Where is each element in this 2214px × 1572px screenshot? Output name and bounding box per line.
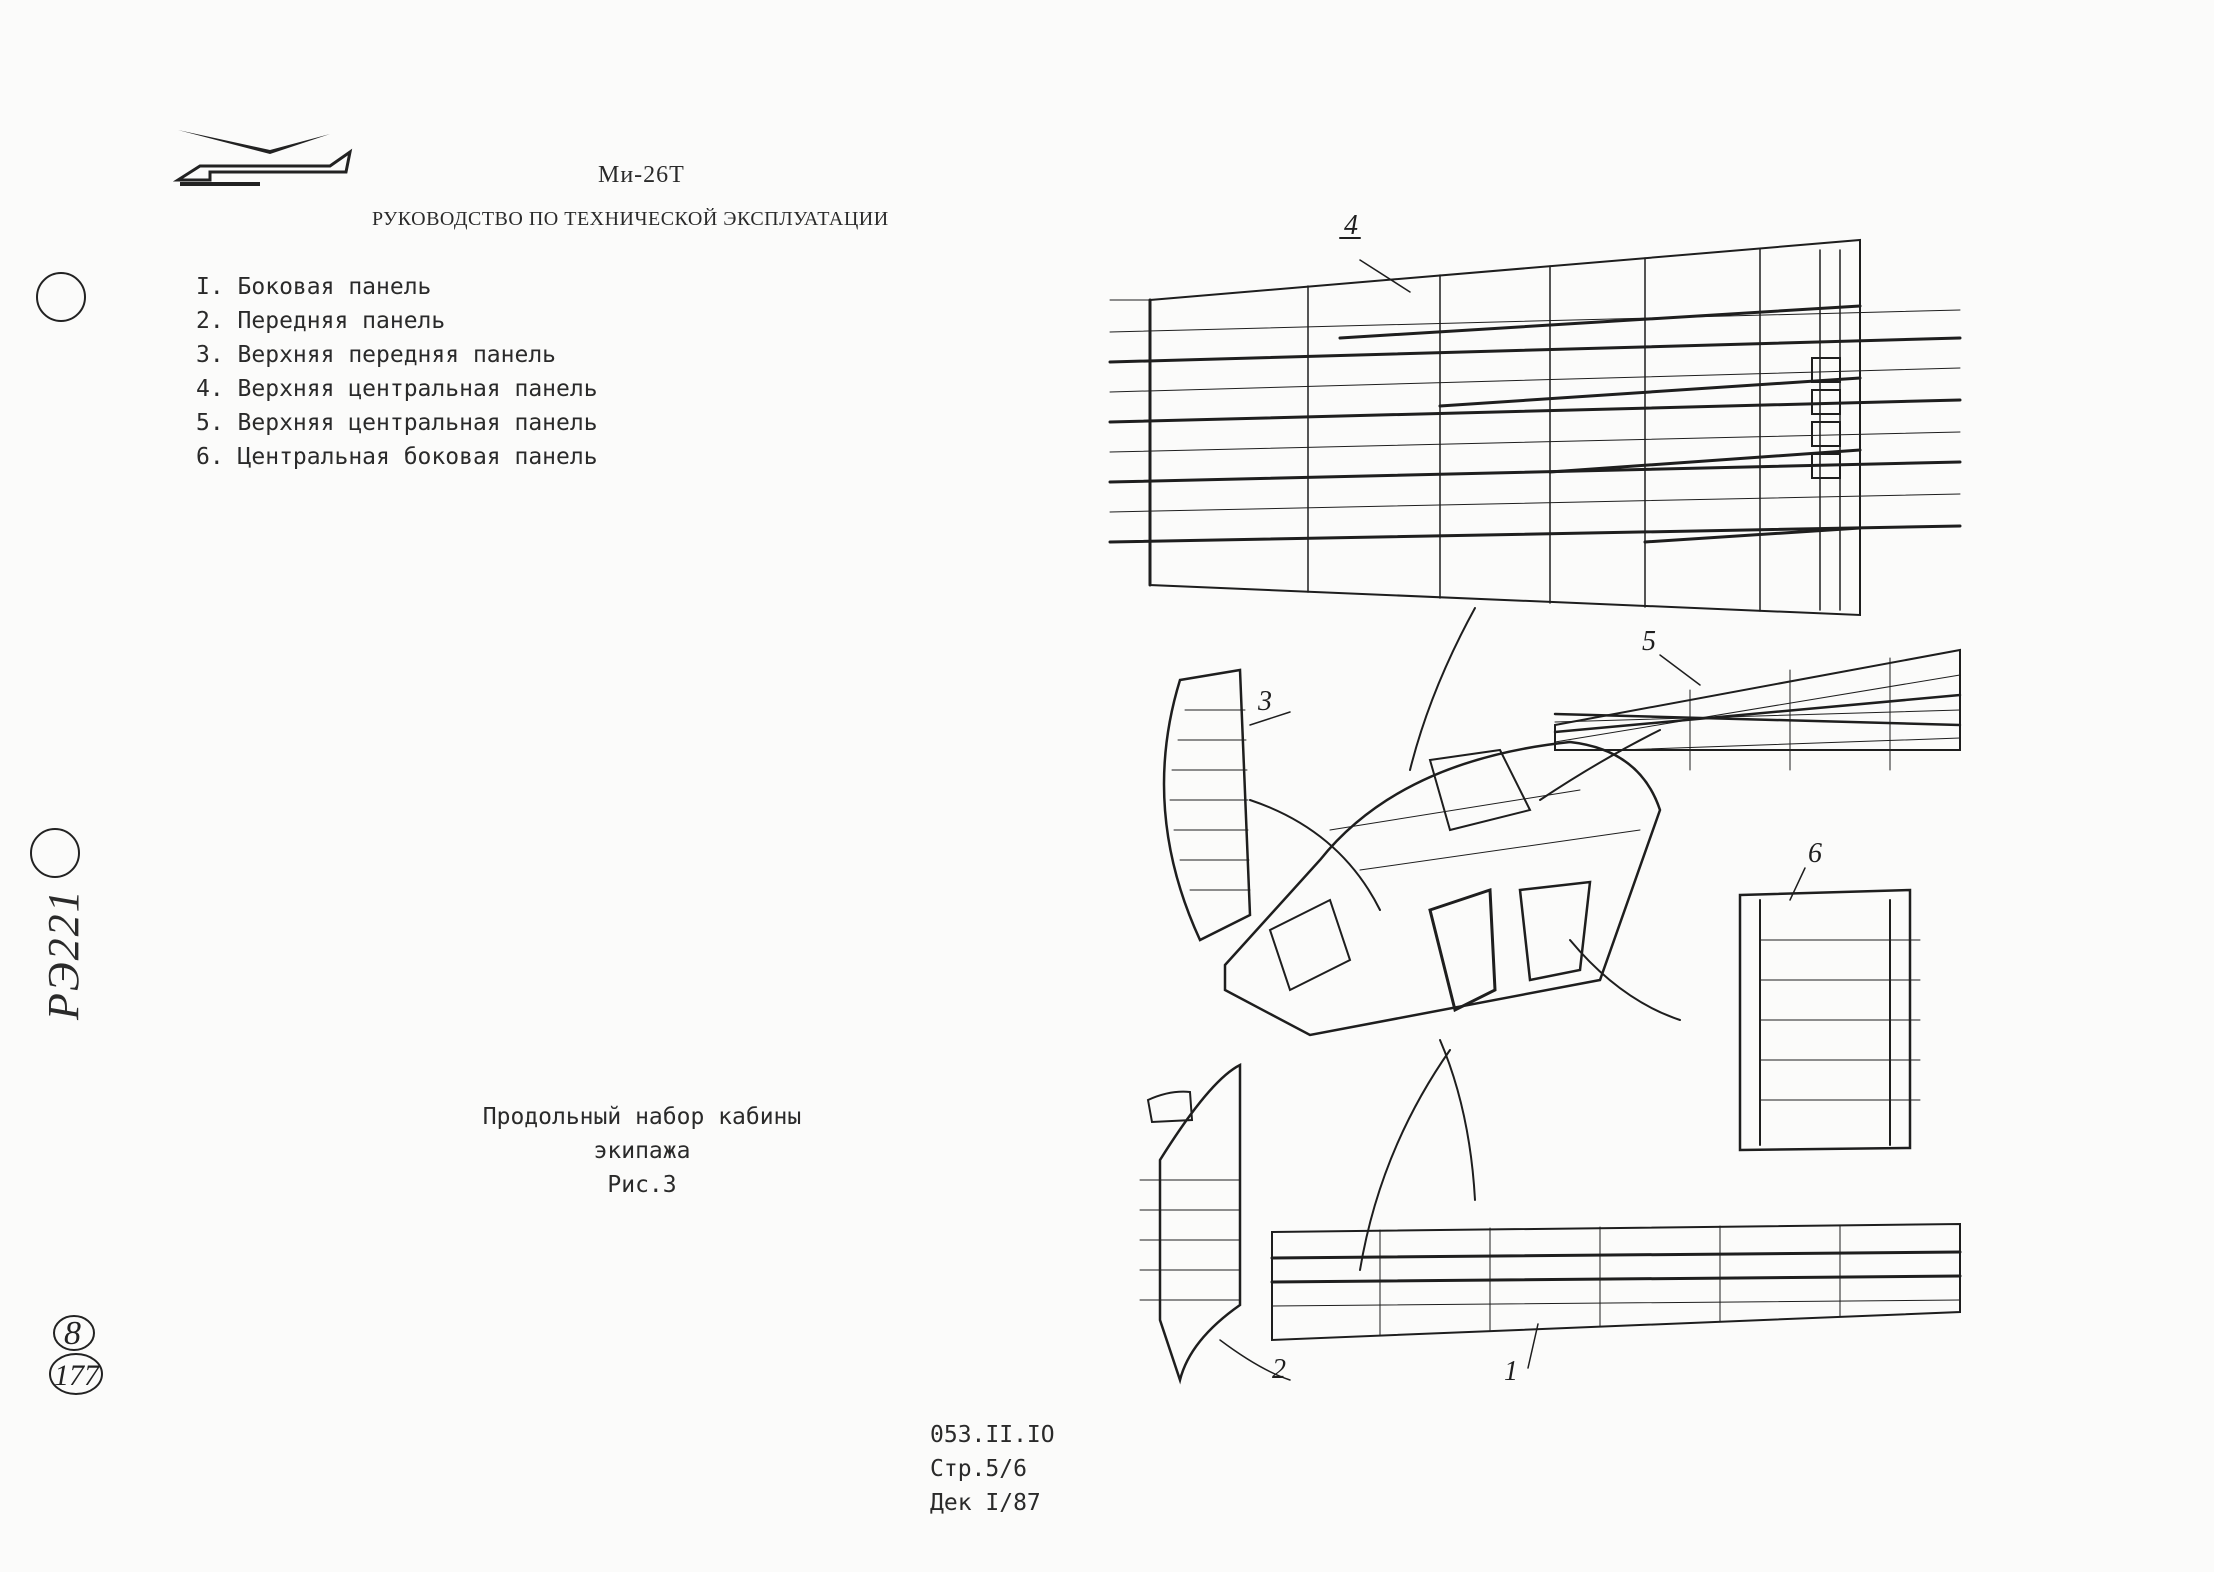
binder-hole-top (36, 272, 86, 322)
legend-item: 4. Верхняя центральная панель (196, 376, 598, 402)
callout-6: 6 (1808, 838, 1822, 869)
doc-date: Дек I/87 (930, 1490, 1041, 1516)
helicopter-logo (172, 130, 353, 186)
manual-title: РУКОВОДСТВО ПО ТЕХНИЧЕСКОЙ ЭКСПЛУАТАЦИИ (372, 208, 889, 230)
legend-item: I. Боковая панель (196, 274, 432, 300)
panel-5-drawing: 5 (1553, 626, 1962, 771)
panel-2-drawing: 2 (1139, 1062, 1291, 1385)
model-name: Ми-26Т (598, 162, 685, 188)
document-info: 053.II.IO Стр.5/6 Дек I/87 (930, 1418, 1055, 1520)
binder-hole-bottom (30, 828, 80, 878)
panel-3-drawing: 3 (1162, 668, 1291, 942)
figure-caption: Продольный набор кабины экипажа Рис.3 (432, 1100, 852, 1202)
callout-3: 3 (1257, 686, 1272, 717)
legend-item: 2. Передняя панель (196, 308, 446, 334)
caption-figure: Рис.3 (607, 1172, 677, 1198)
stamp-bottom-number: 177 (54, 1359, 101, 1392)
cockpit-structure-drawing: 4 5 3 (1108, 210, 1962, 1387)
doc-code: 053.II.IO (930, 1422, 1055, 1448)
callout-2: 2 (1272, 1354, 1286, 1385)
assembly-arrows (1249, 607, 1681, 1271)
legend-item: 3. Верхняя передняя панель (196, 342, 557, 368)
callout-4: 4 (1344, 210, 1358, 241)
doc-page: Стр.5/6 (930, 1456, 1027, 1482)
legend-item: 5. Верхняя центральная панель (196, 410, 598, 436)
callout-1: 1 (1504, 1356, 1518, 1387)
page-number-stamp: 8 177 (49, 1315, 103, 1395)
legend-item: 6. Центральная боковая панель (196, 444, 598, 470)
caption-title: Продольный набор кабины экипажа (482, 1104, 802, 1164)
panel-6-drawing: 6 (1738, 838, 1921, 1152)
cockpit-assembly-drawing (1223, 740, 1662, 1037)
panel-4-drawing: 4 (1108, 210, 1962, 617)
panel-1-drawing: 1 (1270, 1222, 1962, 1387)
parts-legend: I. Боковая панель 2. Передняя панель 3. … (196, 270, 598, 474)
side-document-code: РЭ221 (39, 888, 88, 1020)
callout-5: 5 (1642, 626, 1656, 657)
stamp-top-number: 8 (64, 1315, 81, 1352)
